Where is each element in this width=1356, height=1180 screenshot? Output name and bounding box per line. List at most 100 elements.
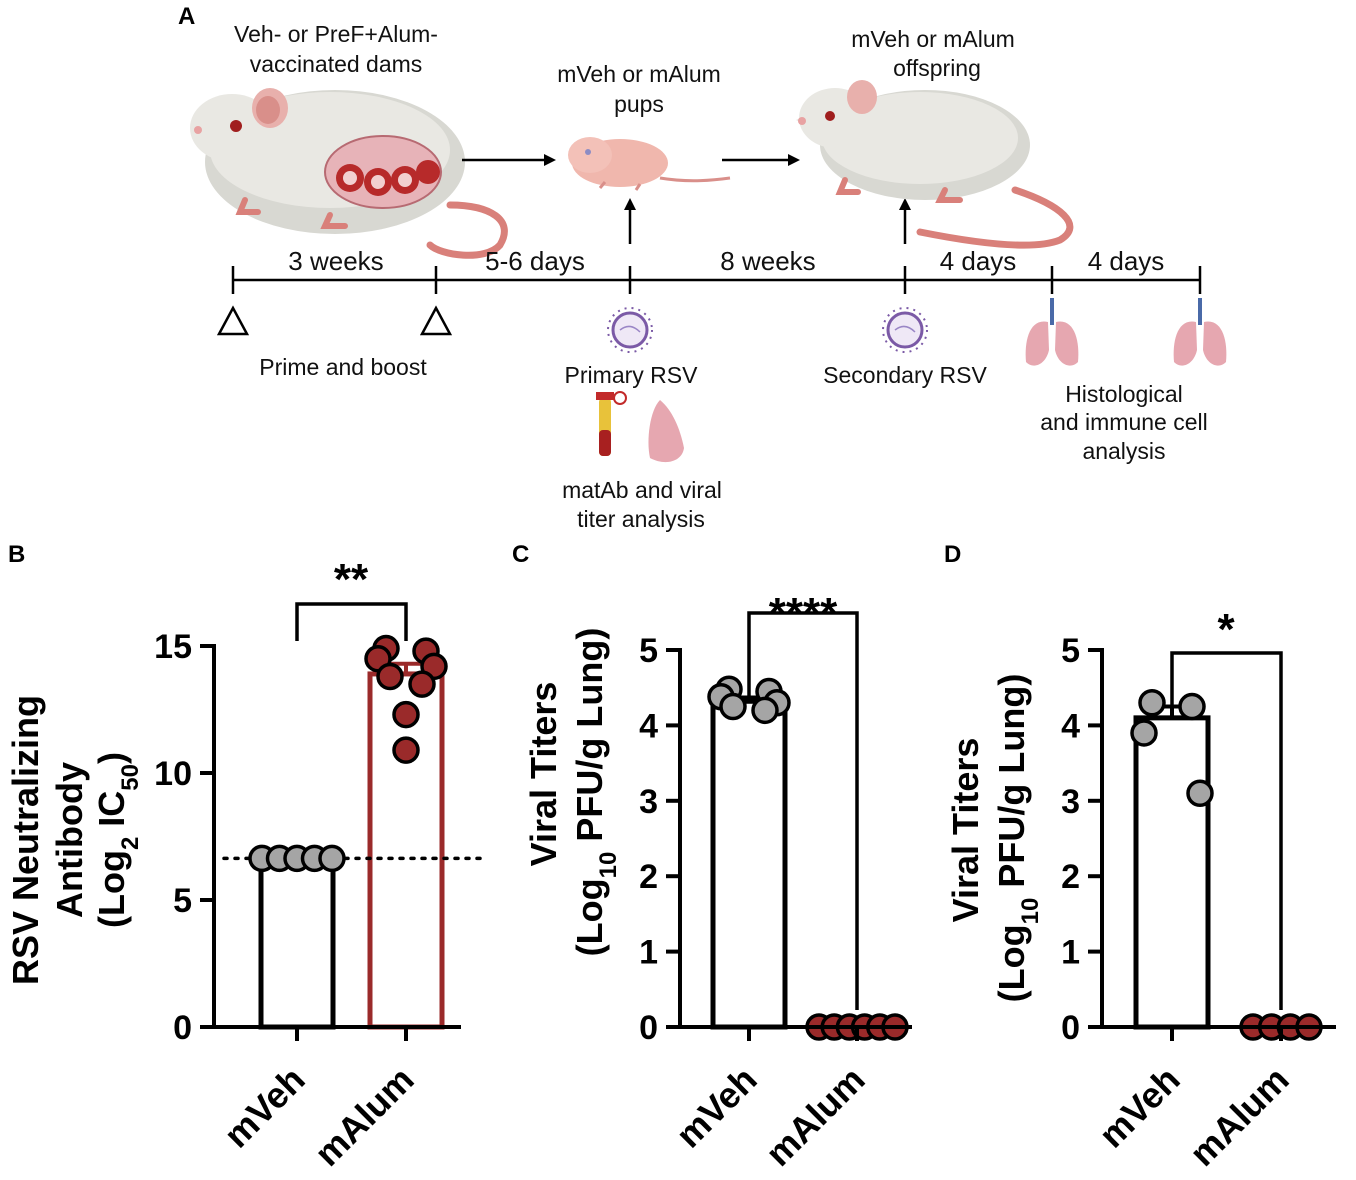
y-tick-label: 0 — [173, 1009, 192, 1047]
data-point — [392, 700, 420, 729]
category-label: mAlum — [1181, 1059, 1296, 1174]
y-tick-label: 5 — [1061, 632, 1080, 670]
significance-label: **** — [769, 589, 838, 638]
data-point — [751, 696, 779, 725]
y-axis-label-part: IC — [91, 791, 132, 837]
y-axis-label-subscript: 10 — [1017, 898, 1044, 925]
category-label: mVeh — [1091, 1059, 1188, 1156]
arrow-pup-to-offspring — [722, 154, 800, 166]
y-axis-label: (Log10 PFU/g Lung) — [569, 628, 622, 957]
y-axis-label-subscript: 50 — [117, 764, 144, 791]
y-axis-label: Antibody — [49, 762, 90, 918]
y-axis-label-subscript: 10 — [595, 852, 622, 879]
data-point — [1130, 719, 1158, 747]
y-axis-label-subscript: 2 — [117, 837, 144, 850]
category-label: mAlum — [306, 1059, 421, 1174]
panel-c-viral-titer-chart: C Viral Titers (Log10 PFU/g Lung) 012345… — [512, 541, 912, 1174]
offspring-mouse-icon — [796, 80, 1074, 249]
triangle-marker-icon — [216, 305, 250, 336]
y-tick-label: 0 — [1061, 1009, 1080, 1047]
y-axis-label-part: (Log — [91, 850, 132, 928]
interval-label-3: 8 weeks — [720, 246, 815, 276]
y-tick-label: 10 — [154, 755, 192, 793]
y-axis-label: RSV Neutralizing — [5, 695, 46, 985]
panel-label-c: C — [512, 541, 529, 568]
lung-lobe-icon — [648, 400, 684, 463]
data-point — [719, 692, 747, 721]
triangle-marker-icon — [419, 305, 453, 336]
y-tick-label: 0 — [639, 1009, 658, 1047]
bar — [258, 855, 336, 1030]
arrow-secondary-rsv-up — [899, 198, 911, 244]
data-point — [392, 736, 420, 764]
y-tick-label: 4 — [1061, 707, 1080, 745]
primary-rsv-label: Primary RSV — [565, 362, 699, 388]
y-tick-label: 2 — [639, 858, 658, 896]
y-axis-label-part: ) — [91, 752, 132, 764]
data-point — [318, 844, 346, 873]
bar — [1133, 715, 1211, 1030]
histo-label-line3: analysis — [1082, 438, 1165, 464]
panel-a-schematic: A Veh- or PreF+Alum- vaccinated dams mVe… — [178, 3, 1227, 532]
y-tick-label: 5 — [173, 882, 192, 920]
interval-label-5: 4 days — [1088, 246, 1165, 276]
offspring-label-line1: mVeh or mAlum — [851, 26, 1015, 52]
data-point — [1186, 779, 1214, 808]
significance-bracket — [295, 602, 408, 641]
arrow-dam-to-pup — [462, 154, 556, 166]
interval-label-2: 5-6 days — [485, 246, 585, 276]
y-tick-label: 3 — [1061, 783, 1080, 821]
histo-label-line2: and immune cell — [1040, 409, 1207, 435]
data-point — [1178, 692, 1206, 721]
bar — [710, 698, 788, 1030]
data-point — [376, 662, 404, 691]
virus-icon — [882, 307, 928, 353]
timeline — [231, 266, 1202, 294]
interval-label-1: 3 weeks — [288, 246, 383, 276]
y-tick-label: 15 — [154, 628, 192, 666]
significance-label: * — [1217, 605, 1235, 654]
interval-label-4: 4 days — [940, 246, 1017, 276]
y-axis-label: Viral Titers — [945, 738, 986, 923]
dams-label-line2: vaccinated dams — [250, 51, 423, 77]
y-axis-label-part: (Log — [569, 878, 610, 956]
panel-b-neutralizing-antibody-chart: B RSV Neutralizing Antibody (Log2 IC50) … — [5, 541, 484, 1174]
y-axis-label-part: (Log — [991, 924, 1032, 1002]
secondary-rsv-label: Secondary RSV — [823, 362, 987, 388]
dams-label-line1: Veh- or PreF+Alum- — [234, 21, 438, 47]
panel-d-viral-titer-chart: D Viral Titers (Log10 PFU/g Lung) 0 1 2 3 4 5… — [944, 541, 1336, 1174]
offspring-label-line2: offspring — [893, 55, 981, 81]
y-tick-label: 4 — [639, 707, 658, 745]
significance-bracket — [747, 611, 859, 1010]
lung-icon — [1173, 298, 1227, 366]
y-axis-label: (Log10 PFU/g Lung) — [991, 674, 1044, 1003]
mouse-dam-icon — [190, 88, 508, 259]
arrow-primary-rsv-up — [624, 198, 636, 244]
matab-label-line1: matAb and viral — [562, 477, 722, 503]
y-axis-label: (Log2 IC50) — [91, 752, 144, 928]
y-axis-label-part: PFU/g Lung) — [569, 628, 610, 852]
panel-label-b: B — [8, 541, 25, 568]
panel-label-d: D — [944, 541, 961, 568]
matab-label-line2: titer analysis — [577, 506, 705, 532]
blood-tube-icon — [596, 391, 627, 456]
data-point — [1138, 689, 1166, 717]
pups-label-line1: mVeh or mAlum — [557, 61, 721, 87]
pups-label-line2: pups — [614, 91, 664, 117]
pup-icon — [568, 137, 731, 191]
y-tick-label: 3 — [639, 783, 658, 821]
significance-bracket — [1170, 651, 1283, 1010]
y-tick-label: 1 — [1061, 934, 1080, 972]
significance-label: ** — [334, 555, 369, 604]
y-tick-label: 2 — [1061, 858, 1080, 896]
category-label: mVeh — [216, 1059, 313, 1156]
category-label: mAlum — [757, 1059, 872, 1174]
y-tick-label: 1 — [639, 934, 658, 972]
prime-boost-label: Prime and boost — [259, 354, 427, 380]
y-tick-label: 5 — [639, 632, 658, 670]
data-point — [408, 670, 436, 698]
